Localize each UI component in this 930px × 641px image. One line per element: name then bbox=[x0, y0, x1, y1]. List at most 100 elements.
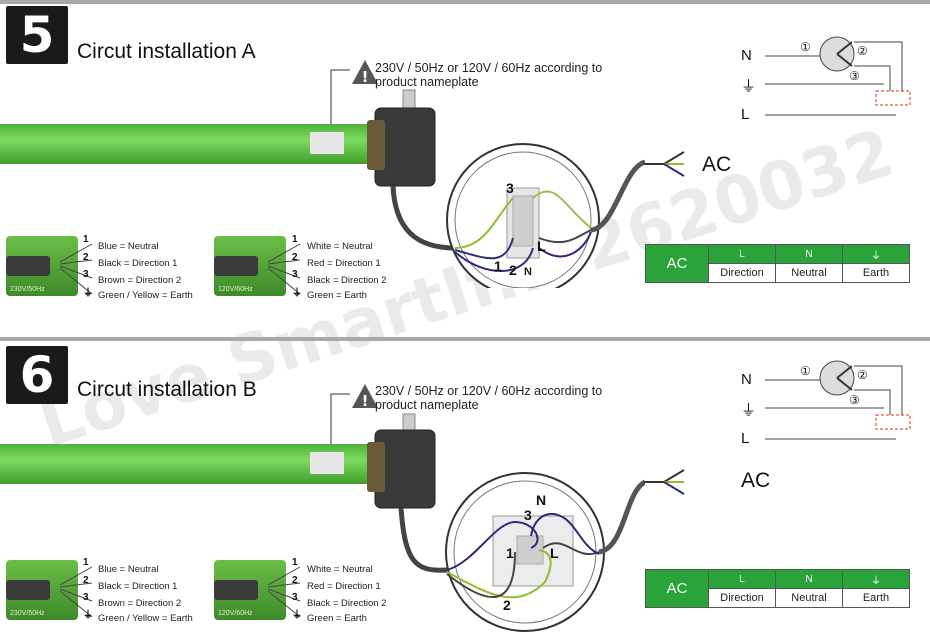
motor-230v-caption: 230V/50Hz bbox=[10, 286, 45, 293]
switch-earth-label-a: ⏚ bbox=[741, 78, 757, 95]
section-title-b: Circut installation B bbox=[77, 378, 257, 401]
wiring-a bbox=[367, 89, 645, 288]
legend-item: Green / Yellow = Earth bbox=[98, 613, 193, 624]
legend-num: 1 bbox=[83, 234, 89, 245]
ac-table-header-earth: ⏚ bbox=[842, 244, 910, 264]
legend-num: 1 bbox=[292, 557, 298, 568]
legend-num: ⏚ bbox=[83, 610, 93, 621]
box-label-1: 1 bbox=[506, 545, 514, 561]
box-label-l: L bbox=[537, 238, 546, 254]
ac-table-neutral: Neutral bbox=[775, 588, 843, 608]
tube-label bbox=[310, 132, 344, 154]
switch-l-label-a: L bbox=[741, 106, 750, 123]
legend-item: Green = Earth bbox=[307, 290, 367, 301]
motor-230v-caption: 230V/50Hz bbox=[10, 610, 45, 617]
tube-label bbox=[310, 452, 344, 474]
motor-120v-caption: 120V/60Hz bbox=[218, 610, 253, 617]
switch-schematic-a bbox=[765, 36, 911, 116]
legend-num: 2 bbox=[83, 252, 89, 263]
legend-item: Brown = Direction 2 bbox=[98, 275, 182, 286]
switch-schematic-b bbox=[765, 360, 911, 440]
box-label-n: N bbox=[536, 492, 547, 508]
legend-num: 2 bbox=[292, 252, 298, 263]
box-label-3: 3 bbox=[524, 507, 532, 523]
switch-l-label-b: L bbox=[741, 430, 750, 447]
voltage-warning-b: 230V / 50Hz or 120V / 60Hz according to … bbox=[375, 384, 603, 412]
legend-item: Green = Earth bbox=[307, 613, 367, 624]
ac-label-a: AC bbox=[702, 153, 732, 176]
warning-icon bbox=[352, 384, 378, 408]
legend-wires bbox=[268, 243, 301, 295]
legend-item: White = Neutral bbox=[307, 241, 373, 252]
legend-item: White = Neutral bbox=[307, 564, 373, 575]
ac-table-header-l: L bbox=[708, 569, 776, 589]
ac-table-header-l: L bbox=[708, 244, 776, 264]
ac-wires-b bbox=[644, 469, 685, 495]
switch-n-label-b: N bbox=[741, 371, 752, 388]
switch-terminal-1-a: ① bbox=[800, 40, 811, 54]
ac-table-neutral: Neutral bbox=[775, 263, 843, 283]
legend-num: 3 bbox=[292, 269, 298, 280]
ac-table-direction: Direction bbox=[708, 588, 776, 608]
warning-pointer: ! bbox=[330, 384, 378, 458]
switch-terminal-2-b: ② bbox=[857, 368, 868, 382]
motor-230v-image-a: 230V/50Hz bbox=[6, 236, 78, 296]
box-label-2: 2 bbox=[503, 597, 511, 613]
legend-num: 3 bbox=[83, 269, 89, 280]
switch-earth-label-b: ⏚ bbox=[741, 402, 757, 419]
ac-table-title: AC bbox=[645, 244, 709, 283]
top-separator bbox=[0, 0, 930, 4]
ac-table-earth: Earth bbox=[842, 588, 910, 608]
legend-wires bbox=[60, 566, 93, 618]
legend-item: Blue = Neutral bbox=[98, 241, 159, 252]
legend-item: Black = Direction 1 bbox=[98, 258, 178, 269]
legend-item: Brown = Direction 2 bbox=[98, 598, 182, 609]
legend-num: 3 bbox=[292, 592, 298, 603]
box-label-2: 2 bbox=[509, 262, 517, 278]
ac-table-header-n: N bbox=[775, 244, 843, 264]
legend-num: ⏚ bbox=[292, 610, 302, 621]
motor-120v-image-a: 120V/60Hz bbox=[214, 236, 286, 296]
ac-table-title: AC bbox=[645, 569, 709, 608]
ac-table-direction: Direction bbox=[708, 263, 776, 283]
legend-num: 2 bbox=[292, 575, 298, 586]
svg-text:!: ! bbox=[362, 392, 369, 410]
ac-table-b: AC L N ⏚ Direction Neutral Earth bbox=[645, 569, 910, 608]
middle-separator bbox=[0, 337, 930, 341]
warning-icon bbox=[352, 60, 378, 84]
ac-label-b: AC bbox=[741, 469, 771, 492]
legend-num: ⏚ bbox=[83, 288, 93, 299]
legend-wires bbox=[60, 243, 93, 295]
ac-wires-a bbox=[644, 151, 685, 177]
legend-item: Blue = Neutral bbox=[98, 564, 159, 575]
svg-text:!: ! bbox=[362, 68, 369, 86]
ac-table-header-earth: ⏚ bbox=[842, 569, 910, 589]
legend-num: 1 bbox=[292, 234, 298, 245]
switch-terminal-3-a: ③ bbox=[849, 69, 860, 83]
legend-wires bbox=[268, 566, 301, 618]
legend-num: 3 bbox=[83, 592, 89, 603]
box-label-n: N bbox=[524, 266, 532, 278]
legend-item: Black = Direction 2 bbox=[307, 275, 387, 286]
motor-120v-image-b: 120V/60Hz bbox=[214, 560, 286, 620]
wiring-b bbox=[367, 413, 645, 632]
switch-n-label-a: N bbox=[741, 47, 752, 64]
switch-terminal-2-a: ② bbox=[857, 44, 868, 58]
ac-table-a: AC L N ⏚ Direction Neutral Earth bbox=[645, 244, 910, 283]
legend-item: Red = Direction 1 bbox=[307, 581, 381, 592]
step-number-5: 5 bbox=[6, 6, 68, 64]
legend-item: Black = Direction 2 bbox=[307, 598, 387, 609]
roller-tube-b bbox=[0, 444, 372, 484]
switch-terminal-1-b: ① bbox=[800, 364, 811, 378]
legend-num: ⏚ bbox=[292, 288, 302, 299]
voltage-warning-a: 230V / 50Hz or 120V / 60Hz according to … bbox=[375, 61, 603, 89]
legend-num: 1 bbox=[83, 557, 89, 568]
box-label-l: L bbox=[550, 545, 559, 561]
warning-pointer: ! bbox=[330, 60, 378, 136]
ac-table-header-n: N bbox=[775, 569, 843, 589]
legend-num: 2 bbox=[83, 575, 89, 586]
legend-item: Red = Direction 1 bbox=[307, 258, 381, 269]
step-number-6: 6 bbox=[6, 346, 68, 404]
roller-tube-a bbox=[0, 124, 372, 164]
section-title-a: Circut installation A bbox=[77, 40, 256, 63]
